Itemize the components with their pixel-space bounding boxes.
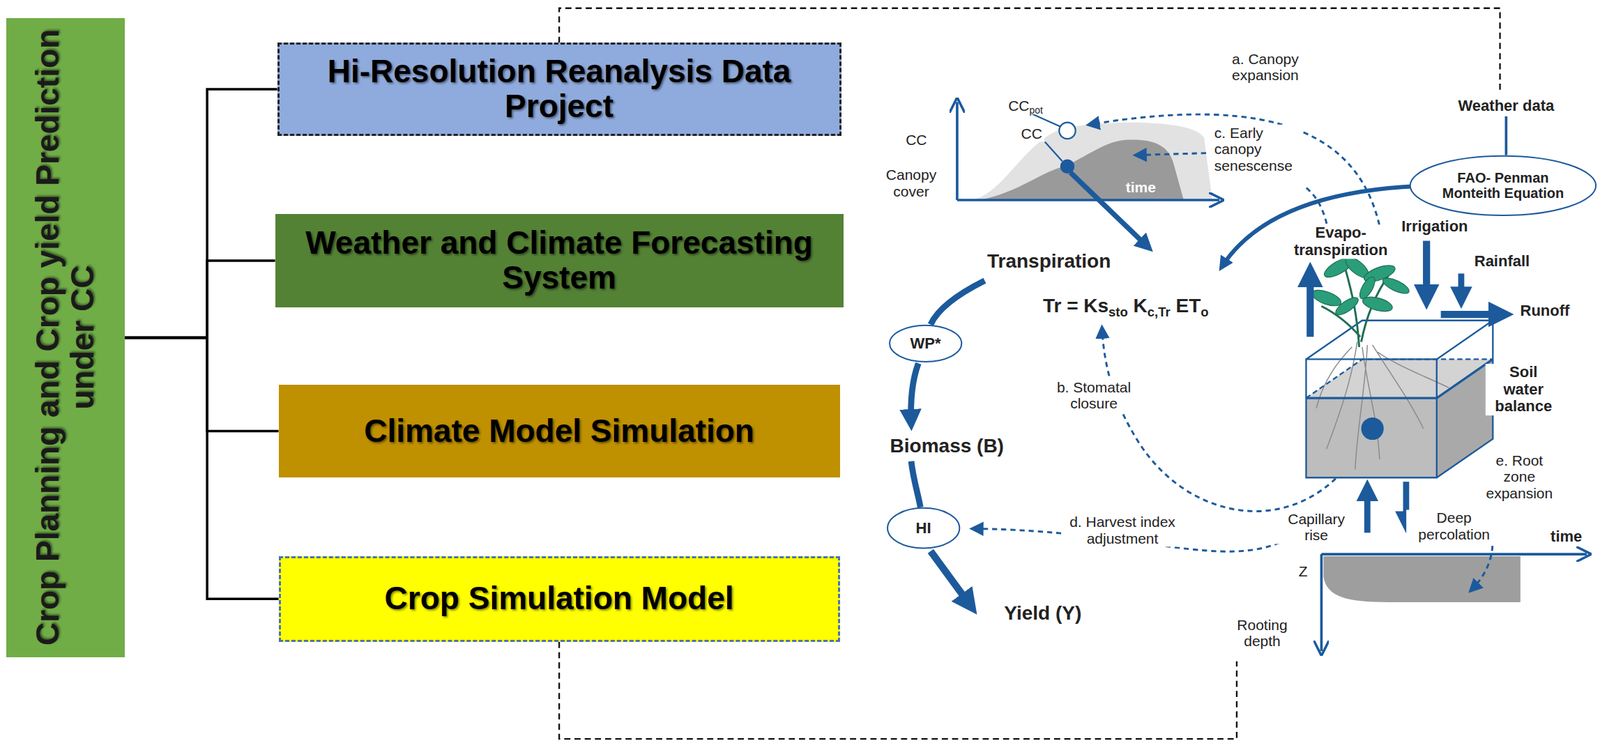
title-bar: Crop Planning and Crop yield Prediction … [6, 18, 125, 657]
figure-label: Rooting depth [1222, 616, 1304, 650]
figure-label: Capillary rise [1273, 511, 1360, 544]
ellipse-shape [1410, 156, 1596, 216]
flux-arrow [1422, 241, 1430, 303]
soil-surface [1305, 359, 1493, 399]
figure-label: Canopy cover [873, 167, 949, 201]
plant-leaves [1309, 253, 1412, 318]
potential-point [1058, 122, 1076, 139]
soil-point [1361, 417, 1384, 440]
figure-label: Weather data [1455, 97, 1557, 116]
figure-label: d. Harvest index adjustment [1064, 514, 1182, 548]
figure-label: CC [1019, 125, 1045, 143]
subscript: sto [1108, 304, 1129, 320]
potential-canopy-area [971, 122, 1212, 201]
bracket-connector [124, 337, 279, 599]
flow-arrow [911, 363, 919, 425]
parameter-ellipse: HI [886, 506, 960, 550]
box-text: Weather and Climate Forecasting System [275, 225, 844, 295]
chart-axis [955, 101, 959, 201]
canopy-area [979, 139, 1184, 201]
figure-label: Transpiration [985, 250, 1113, 272]
feedback-arrow [1137, 153, 1207, 156]
illustration-part [1309, 287, 1343, 310]
weather-link [1505, 116, 1508, 156]
process-box: Crop Simulation Model [278, 556, 841, 643]
subscript: pot [1029, 104, 1043, 116]
figure-label: b. Stomatal closure [1040, 379, 1147, 413]
process-box: Weather and Climate Forecasting System [275, 214, 844, 307]
feedback-arrow [1089, 114, 1383, 243]
bracket-connector [124, 337, 279, 431]
figure-label: Runoff [1518, 302, 1573, 320]
flow-arrow [911, 461, 921, 508]
figure-label: e. Root zone expansion [1479, 451, 1561, 502]
figure-label: Biomass (B) [888, 435, 1007, 457]
figure-label: time [1548, 528, 1584, 546]
figure-label: Yield (Y) [1001, 602, 1084, 624]
chart-axis [1321, 552, 1587, 556]
figure-label: CC [903, 131, 929, 149]
illustration-part [1332, 294, 1361, 318]
flux-arrow [1458, 273, 1465, 302]
formula-part: ET [1176, 294, 1202, 317]
soil-front [1305, 398, 1437, 478]
illustration-part [1381, 275, 1412, 297]
process-box: Climate Model Simulation [278, 384, 841, 478]
figure-label: c. Early canopy senescense [1212, 124, 1304, 174]
figure-label: Soil water balance [1485, 363, 1561, 416]
box-text: Hi-Resolution Reanalysis Data Project [279, 54, 840, 124]
flux-arrow [1306, 269, 1314, 338]
flow-arrow [1221, 186, 1427, 268]
formula-part: CC [1008, 97, 1030, 114]
ellipse-shape [887, 508, 960, 549]
formula-group: CCpot [1006, 97, 1046, 115]
flow-arrow [930, 551, 973, 609]
process-box: Hi-Resolution Reanalysis Data Project [277, 42, 842, 136]
formula-group: Tr = KsstoKc,Tr ETo [1040, 294, 1211, 318]
figure-label: time [1123, 179, 1158, 197]
box-text: Crop Simulation Model [379, 581, 740, 617]
bracket-connector [124, 260, 276, 339]
figure-label: Evapo- transpiration [1290, 224, 1392, 259]
figure-label: Deep percolation [1406, 510, 1503, 544]
root-depth-area [1323, 556, 1520, 603]
equation-ellipse: FAO- Penman Monteith Equation [1408, 154, 1598, 218]
box-text: Climate Model Simulation [358, 414, 760, 449]
ellipse-text: HI [916, 520, 932, 537]
flux-arrow [1441, 310, 1507, 318]
formula-part: Tr = Ks [1042, 294, 1109, 317]
subscript: o [1200, 304, 1209, 320]
figure-label: Rainfall [1472, 252, 1532, 270]
subscript: c,Tr [1147, 304, 1171, 320]
dashed-frame [559, 642, 1237, 739]
figure-label: Irrigation [1399, 218, 1470, 236]
ellipse-text: WP* [910, 335, 942, 353]
illustration-part [1356, 274, 1378, 302]
chart-axis [1320, 554, 1324, 652]
title-text: Crop Planning and Crop yield Prediction … [30, 26, 100, 649]
leader-line [1045, 142, 1063, 162]
formula-part: K [1133, 294, 1148, 317]
figure-label: a. Canopy expansion [1206, 50, 1324, 84]
flux-arrow [1364, 485, 1371, 533]
bracket-connector [124, 89, 278, 338]
figure-label: Z [1296, 563, 1310, 581]
roots [1316, 342, 1449, 470]
parameter-ellipse: WP* [888, 324, 963, 364]
chart-axis [957, 198, 1220, 202]
ellipse-text: FAO- Penman Monteith Equation [1438, 170, 1567, 201]
soil-surface [1305, 359, 1493, 399]
soil-box [1305, 320, 1493, 479]
flow-arrow [930, 280, 986, 325]
ellipse-shape [889, 325, 962, 362]
